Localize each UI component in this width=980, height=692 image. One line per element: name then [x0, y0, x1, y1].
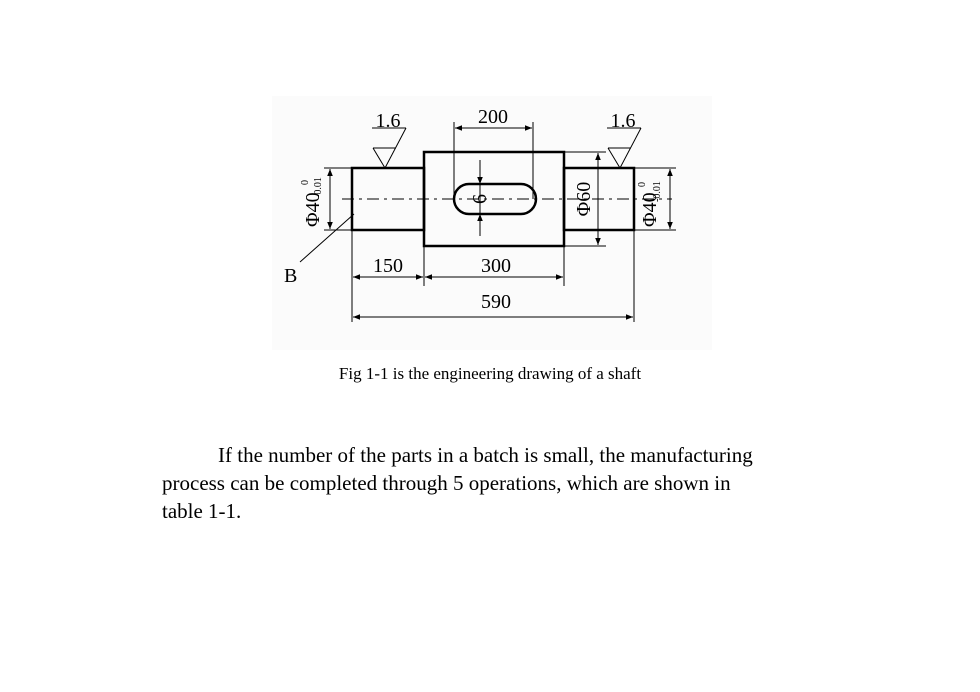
dia-right-label: Φ40 — [639, 192, 661, 227]
datum-leader — [299, 213, 355, 263]
dia-left-tol-upper: 0 — [300, 180, 311, 185]
dia-left-label: Φ40 — [302, 192, 324, 227]
body-paragraph: If the number of the parts in a batch is… — [162, 441, 822, 525]
shaft-drawing: 6 200 1.6 1.6 Φ40 0 -0.01 Φ60 Φ40 0 — [272, 96, 712, 350]
shaft-drawing-svg: 6 200 1.6 1.6 Φ40 0 -0.01 Φ60 Φ40 0 — [284, 106, 676, 322]
figure-caption: Fig 1-1 is the engineering drawing of a … — [338, 364, 642, 383]
roughness-left-label: 1.6 — [376, 110, 401, 132]
keyway-depth-label: 6 — [469, 194, 491, 204]
left-shaft-section — [350, 166, 426, 232]
dim-590-label: 590 — [481, 291, 511, 313]
paragraph-line-3: table 1-1. — [162, 499, 242, 523]
dia-right-tol-upper: 0 — [637, 182, 648, 187]
dim-150-label: 150 — [373, 255, 403, 277]
roughness-symbol-left — [372, 127, 407, 170]
dim-300-label: 300 — [481, 255, 511, 277]
dia-right-tol-lower: -0.01 — [652, 181, 663, 202]
datum-label: B — [284, 265, 297, 287]
roughness-right-label: 1.6 — [611, 110, 636, 132]
dia-left-tol-lower: -0.01 — [313, 177, 324, 198]
paragraph-line-1: If the number of the parts in a batch is… — [218, 443, 753, 467]
paragraph-line-2: process can be completed through 5 opera… — [162, 471, 731, 495]
roughness-symbol-right — [607, 127, 642, 170]
dia-center-label: Φ60 — [573, 182, 595, 217]
dim-200-label: 200 — [478, 106, 508, 128]
